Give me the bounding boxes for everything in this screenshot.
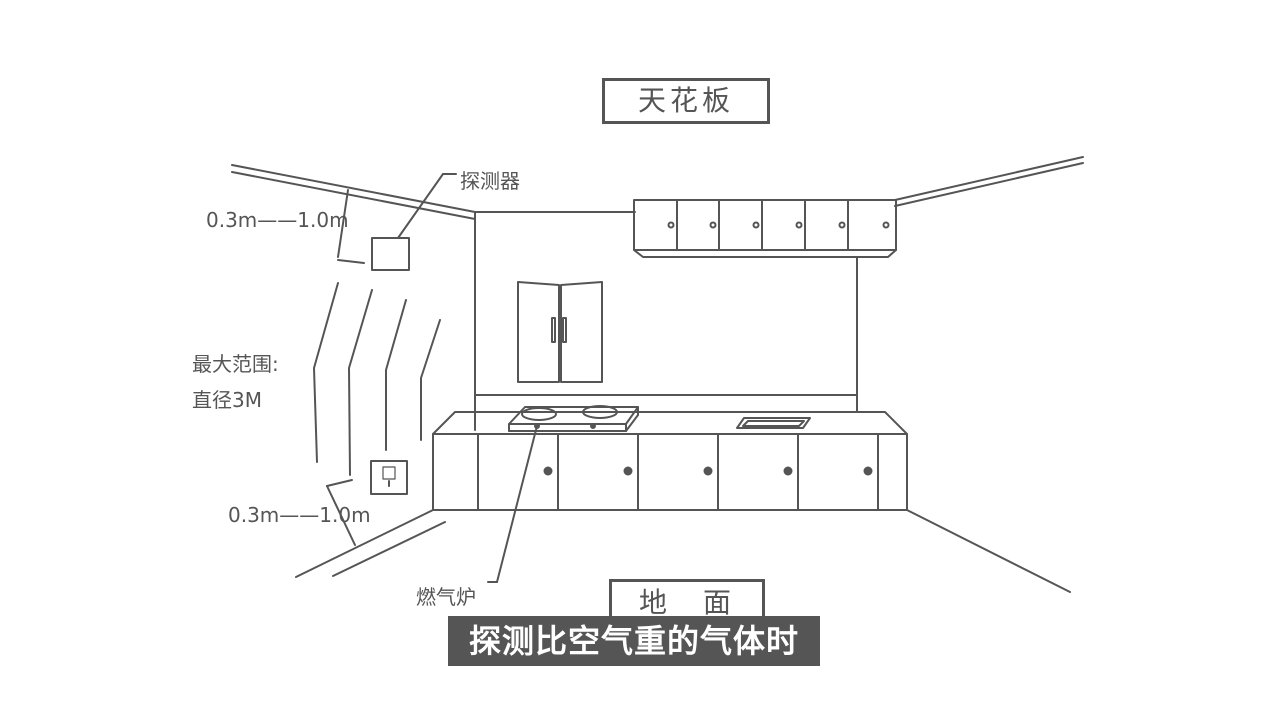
wall-cabinet (517, 281, 603, 383)
diameter-label: 直径3M (192, 388, 262, 412)
lower-cabinets (432, 433, 908, 511)
stove-label: 燃气炉 (416, 585, 476, 609)
upper-range-label: 0.3m——1.0m (206, 208, 349, 232)
back-wall (474, 211, 858, 431)
subtitle-caption: 探测比空气重的气体时 (448, 616, 820, 666)
gas-stove (508, 405, 639, 432)
upper-cabinets (633, 199, 897, 258)
ceiling-lines (231, 156, 1084, 220)
detector-label: 探测器 (460, 169, 520, 193)
countertop (432, 411, 908, 435)
stove-pointer (487, 425, 538, 583)
lower-range-label: 0.3m——1.0m (228, 503, 371, 527)
lower-detector (326, 460, 408, 546)
floor-label: 地 面 (609, 579, 765, 620)
ceiling-label: 天花板 (602, 78, 770, 124)
max-range-label: 最大范围: (192, 352, 279, 376)
floor-lines (295, 509, 1071, 593)
upper-detector (337, 173, 457, 271)
sink (736, 417, 811, 429)
diffusion-range-lines (313, 282, 441, 476)
